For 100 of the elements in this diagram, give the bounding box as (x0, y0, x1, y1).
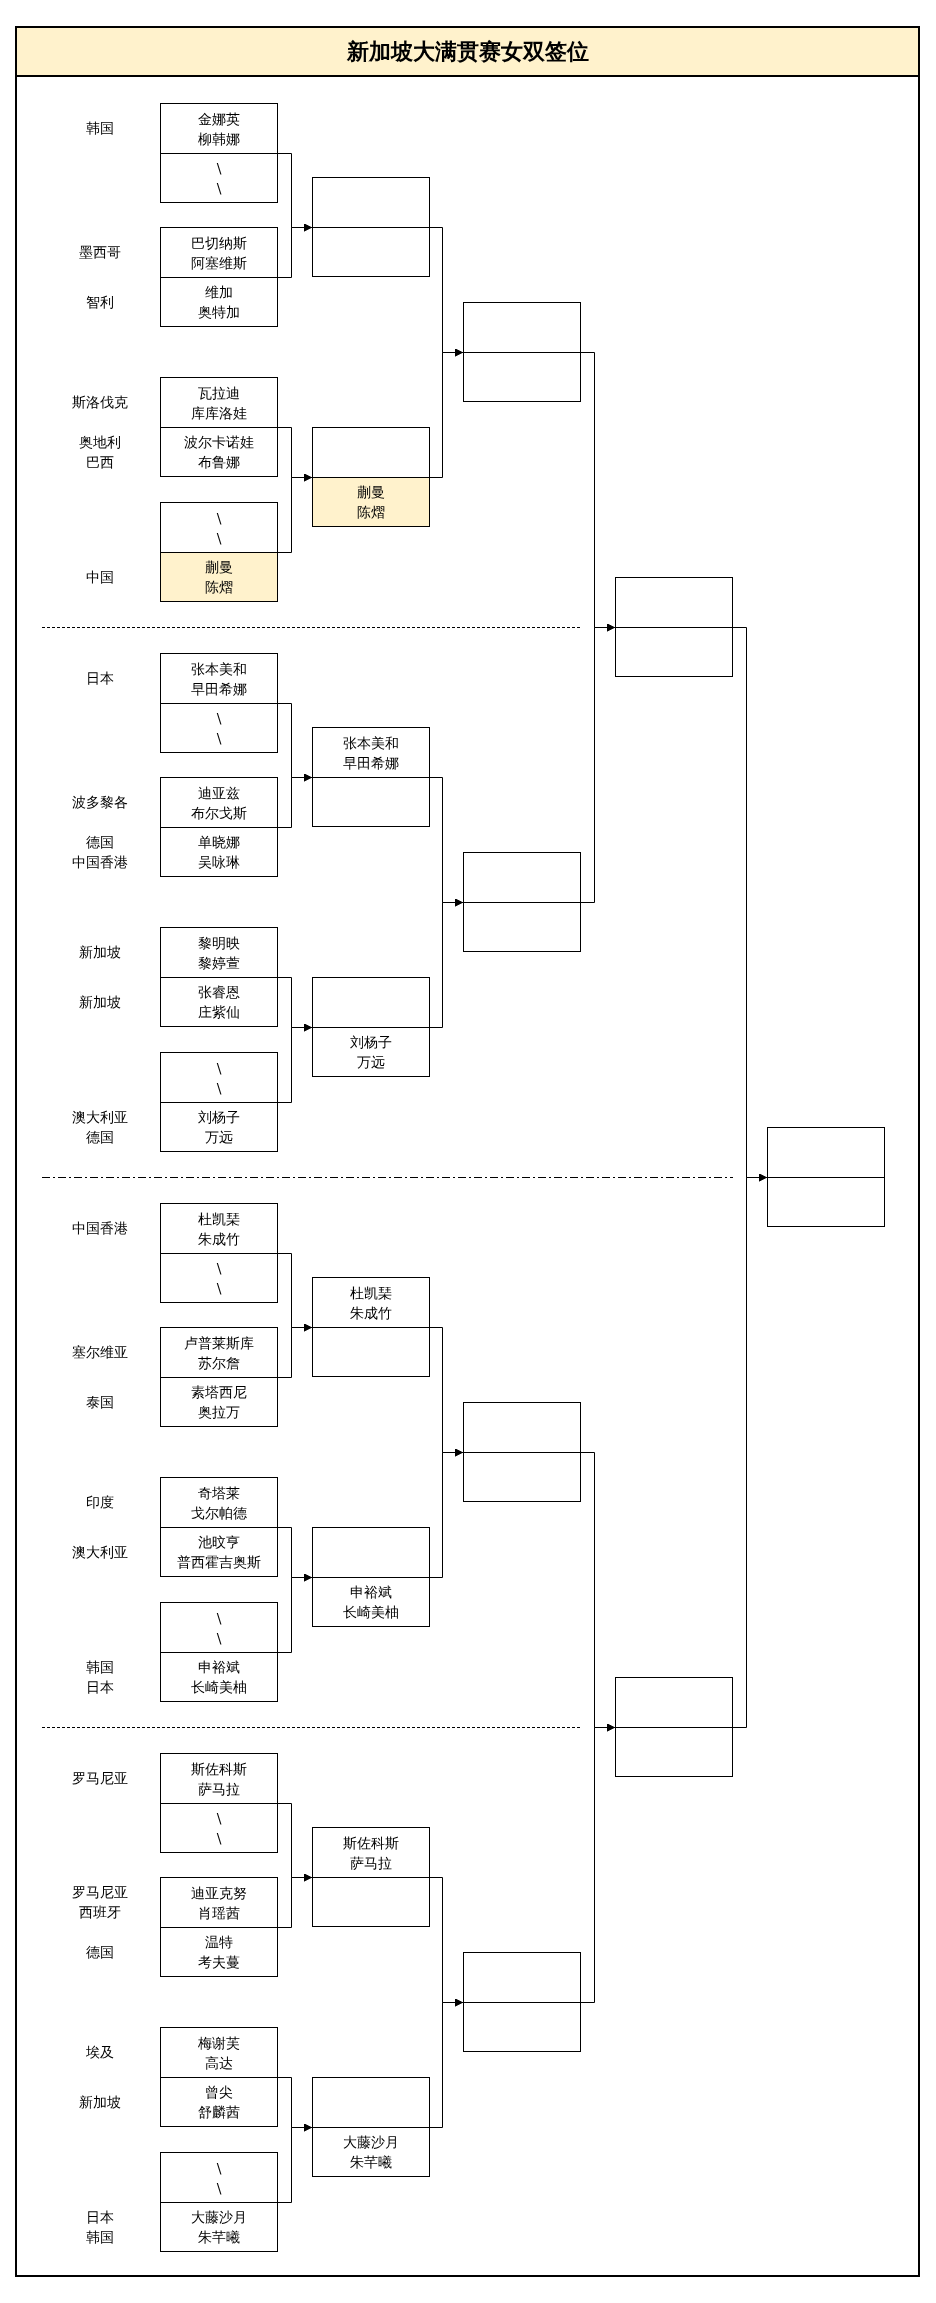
match-box (312, 977, 430, 1077)
player-name: \ (216, 709, 222, 728)
match-box (312, 1277, 430, 1377)
player-name: \ (216, 1259, 222, 1278)
player-name: 早田希娜 (191, 679, 247, 699)
country-label: 智利 (86, 293, 114, 312)
bracket-arrow (580, 623, 616, 903)
player-name: 万远 (357, 1053, 385, 1072)
player-name: \ (216, 1279, 222, 1298)
country-label: 墨西哥 (79, 243, 121, 262)
bracket-arrow (429, 348, 464, 478)
country-label: 斯洛伐克 (72, 393, 128, 412)
match-box (767, 1127, 885, 1227)
bracket-slot (312, 477, 430, 527)
player-name: 奥拉万 (198, 1403, 240, 1422)
player-name: 朱芊曦 (198, 2228, 240, 2247)
player-name: \ (216, 2158, 222, 2178)
player-name: 金娜英 (198, 109, 240, 129)
player-name: 刘杨子 (350, 1033, 392, 1052)
country-label: 中国香港 (72, 853, 128, 872)
match-box (463, 1402, 581, 1502)
player-name: 迪亚兹 (198, 783, 240, 803)
country-label: 日本 (86, 669, 114, 688)
country-label: 日本 (86, 1678, 114, 1697)
player-name: 萨马拉 (198, 1779, 240, 1799)
bracket-arrow (277, 773, 313, 828)
player-name: 张本美和 (343, 733, 399, 753)
player-name: 柳韩娜 (198, 129, 240, 149)
player-name: 波尔卡诺娃 (184, 433, 254, 452)
bracket-slot (160, 552, 278, 602)
player-name: 萨马拉 (350, 1853, 392, 1873)
diagram-title: 新加坡大满贯赛女双签位 (346, 38, 589, 66)
bracket-arrow (277, 2123, 313, 2203)
player-name: 卢普莱斯库 (184, 1333, 254, 1353)
player-name: 大藤沙月 (191, 2208, 247, 2227)
country-label: 澳大利亚 (72, 1108, 128, 1127)
player-name: 戈尔帕德 (191, 1503, 247, 1523)
player-name: 舒麟茜 (198, 2103, 240, 2122)
player-name: 刘杨子 (198, 1108, 240, 1127)
player-name: 布尔戈斯 (191, 803, 247, 823)
match-box (463, 1952, 581, 2052)
player-name: 朱成竹 (350, 1303, 392, 1323)
bracket-arrow (277, 1573, 313, 1653)
player-name: 杜凯琹 (198, 1209, 240, 1229)
player-name: 考夫蔓 (198, 1953, 240, 1972)
country-label: 埃及 (86, 2043, 114, 2062)
player-name: 万远 (205, 1128, 233, 1147)
bracket-arrow (277, 1023, 313, 1103)
country-label: 塞尔维亚 (72, 1343, 128, 1362)
country-label: 韩国 (86, 1658, 114, 1677)
country-label: 日本 (86, 2208, 114, 2227)
bracket-arrow (429, 898, 464, 1028)
player-name: 库库洛娃 (191, 403, 247, 423)
player-name: \ (216, 1809, 222, 1828)
player-name: 大藤沙月 (343, 2133, 399, 2152)
match-box (312, 177, 430, 277)
player-name: 斯佐科斯 (343, 1833, 399, 1853)
country-label: 西班牙 (79, 1903, 121, 1922)
match-box (312, 427, 430, 527)
player-name: 高达 (205, 2053, 233, 2073)
bracket-arrow (277, 1873, 313, 1928)
country-label: 奥地利 (79, 433, 121, 452)
player-name: 申裕斌 (198, 1658, 240, 1677)
player-name: \ (216, 2178, 222, 2198)
country-label: 印度 (86, 1493, 114, 1512)
player-name: 瓦拉迪 (198, 383, 240, 403)
match-box (463, 852, 581, 952)
player-name: 陈熠 (205, 578, 233, 597)
country-label: 德国 (86, 1128, 114, 1147)
match-box (312, 1527, 430, 1627)
player-name: 斯佐科斯 (191, 1759, 247, 1779)
match-box (312, 727, 430, 827)
match-box (312, 2077, 430, 2177)
country-label: 澳大利亚 (72, 1543, 128, 1562)
player-name: \ (216, 528, 222, 548)
country-label: 罗马尼亚 (72, 1883, 128, 1902)
country-label: 罗马尼亚 (72, 1769, 128, 1788)
country-label: 巴西 (86, 453, 114, 472)
player-name: 曾尖 (205, 2083, 233, 2102)
player-name: 申裕斌 (350, 1583, 392, 1602)
player-name: 单晓娜 (198, 833, 240, 852)
player-name: 梅谢芙 (198, 2033, 240, 2053)
match-box (463, 302, 581, 402)
bracket-arrow (277, 223, 313, 278)
player-name: 巴切纳斯 (191, 233, 247, 253)
country-label: 泰国 (86, 1393, 114, 1412)
player-name: 阿塞维斯 (191, 253, 247, 273)
bracket-arrow (429, 1448, 464, 1578)
player-name: 温特 (205, 1933, 233, 1952)
country-label: 新加坡 (79, 943, 121, 962)
player-name: \ (216, 729, 222, 748)
player-name: 早田希娜 (343, 753, 399, 773)
player-name: 素塔西尼 (191, 1383, 247, 1402)
player-name: \ (216, 1829, 222, 1848)
match-box (312, 1827, 430, 1927)
match-box (615, 577, 733, 677)
country-label: 新加坡 (79, 2093, 121, 2112)
player-name: \ (216, 1608, 222, 1628)
player-name: 朱成竹 (198, 1229, 240, 1249)
player-name: 黎明映 (198, 933, 240, 953)
